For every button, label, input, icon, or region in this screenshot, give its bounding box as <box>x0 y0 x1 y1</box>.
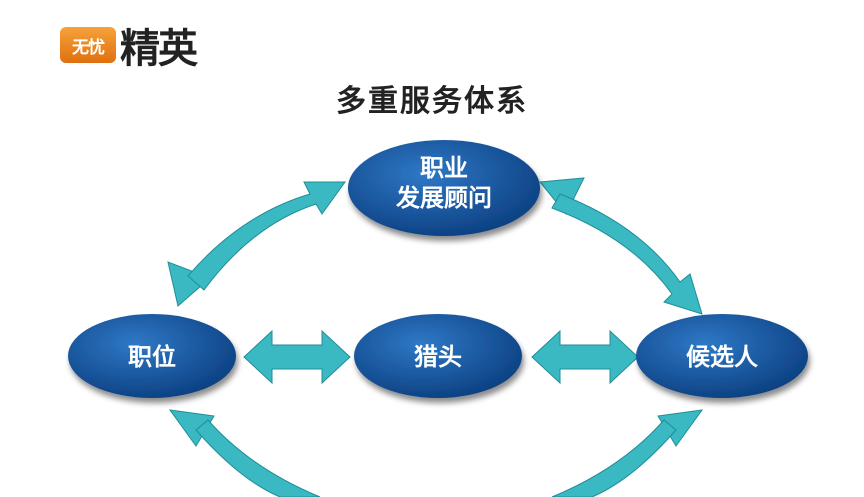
logo-badge: 无忧 <box>60 27 116 63</box>
logo-word: 精英 <box>120 26 198 72</box>
arrow-headhunter-candidate <box>531 329 639 385</box>
node-position: 职位 <box>68 314 236 398</box>
arrow-advisor-candidate <box>539 177 703 315</box>
node-career-advisor-line1: 职业 <box>420 154 468 182</box>
node-headhunter-label: 猎头 <box>414 343 462 371</box>
node-position-label: 职位 <box>128 343 176 371</box>
node-career-advisor: 职业 发展顾问 <box>348 140 540 236</box>
node-headhunter: 猎头 <box>354 314 522 398</box>
node-candidate: 候选人 <box>636 314 808 398</box>
arrow-position-headhunter <box>243 329 351 385</box>
node-candidate-label: 候选人 <box>686 343 758 371</box>
arrow-advisor-position <box>167 181 346 307</box>
logo: 无忧 精英 <box>60 22 198 72</box>
node-career-advisor-line2: 发展顾问 <box>395 184 492 212</box>
arrow-position-candidate <box>168 409 704 497</box>
diagram-title: 多重服务体系 <box>336 84 528 119</box>
